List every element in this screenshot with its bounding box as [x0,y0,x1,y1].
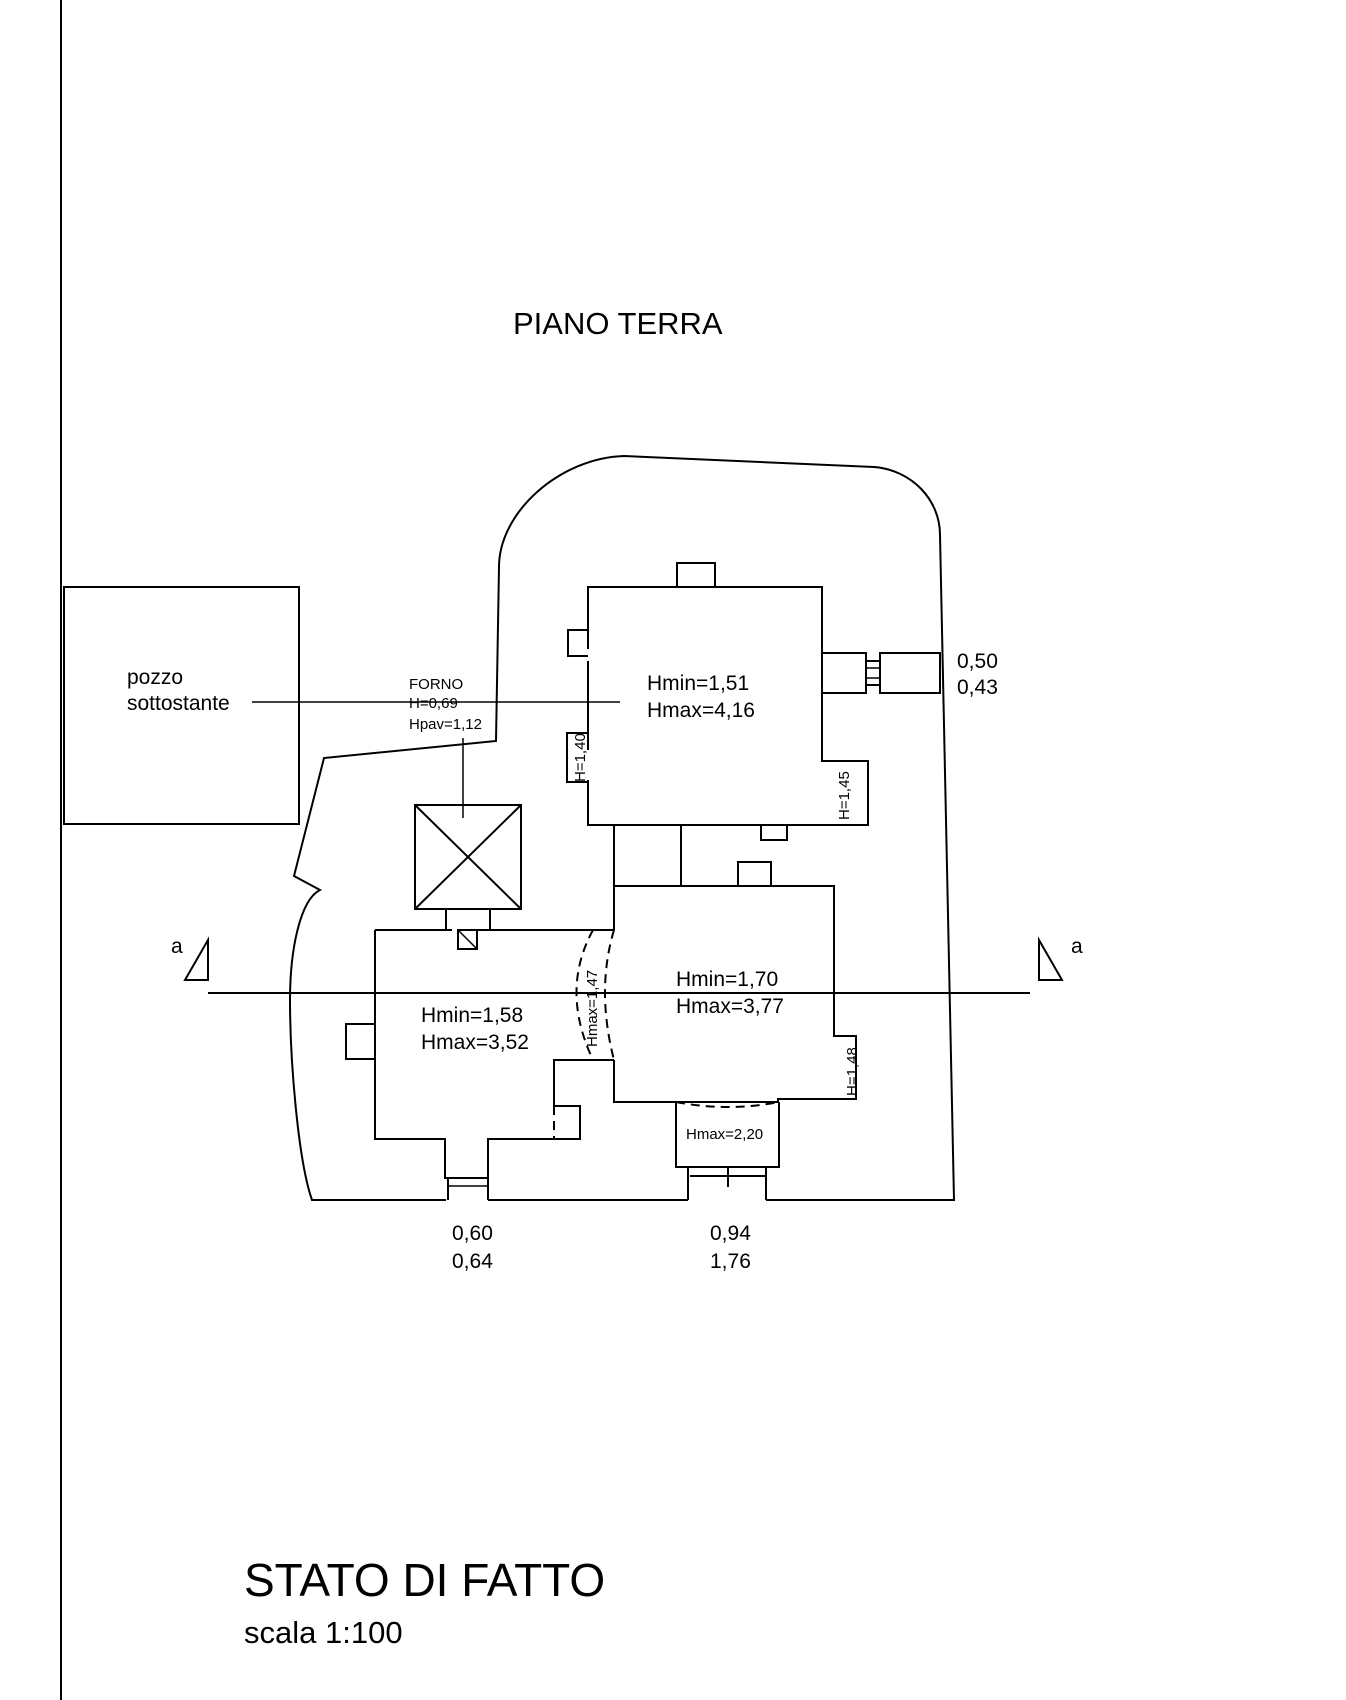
east-opening-dim-1: 0,50 [957,650,998,673]
oven-box [414,804,522,910]
niche-southeast-top [737,861,772,886]
drawing-scale: scala 1:100 [244,1615,403,1650]
well-box [63,586,300,825]
section-arrow-left [183,936,209,981]
plan-title: PIANO TERRA [513,306,723,341]
sw-opening-dim-2: 0,64 [452,1250,493,1273]
room-north-hmax: Hmax=4,16 [647,699,755,722]
niche-southwest-west [345,1023,375,1060]
niche-north-top [676,562,716,587]
room-southwest-hmin: Hmin=1,58 [421,1004,523,1027]
niche-north-west [567,629,588,657]
south-opening-dim-1: 0,94 [710,1222,751,1245]
arch-east-dashed [604,929,615,1061]
south-opening-dim-2: 1,76 [710,1250,751,1273]
niche-west-h140 [566,732,588,783]
section-arrow-right [1038,936,1064,981]
south-alcove-arc [675,1101,780,1108]
east-opening-right [879,652,941,694]
room-southwest-walls [374,929,614,1179]
niche-north-bottom [760,825,788,841]
oven-mouth [445,909,491,930]
oven-name: FORNO [409,676,463,693]
east-opening-frame [865,660,881,686]
east-opening-left [821,652,867,694]
height-label-hmax147: Hmax=1,47 [584,970,601,1047]
drawing-title: STATO DI FATTO [244,1554,605,1606]
oven-flue [457,929,478,950]
room-southeast-hmin: Hmin=1,70 [676,968,778,991]
height-label-h148: H=1,48 [844,1047,861,1096]
oven-height: H=0,69 [409,695,458,712]
room-southeast-hmax: Hmax=3,77 [676,995,784,1018]
oven-floor-height: Hpav=1,12 [409,716,482,733]
height-label-h145: H=1,45 [836,771,853,820]
room-north-hmin: Hmin=1,51 [647,672,749,695]
well-label-line2: sottostante [127,692,230,715]
property-boundary [288,454,956,1201]
height-label-h140: H=1,40 [572,733,589,782]
section-label-left: a [171,935,183,958]
room-southeast-walls [613,885,857,1103]
section-label-right: a [1071,935,1083,958]
room-southwest-hmax: Hmax=3,52 [421,1031,529,1054]
well-label-line1: pozzo [127,666,183,689]
height-label-hmax220: Hmax=2,20 [686,1126,763,1143]
oven-flue-diag [457,929,478,950]
oven-cross-2 [414,804,522,910]
sw-opening-dim-1: 0,60 [452,1222,493,1245]
east-opening-dim-2: 0,43 [957,676,998,699]
